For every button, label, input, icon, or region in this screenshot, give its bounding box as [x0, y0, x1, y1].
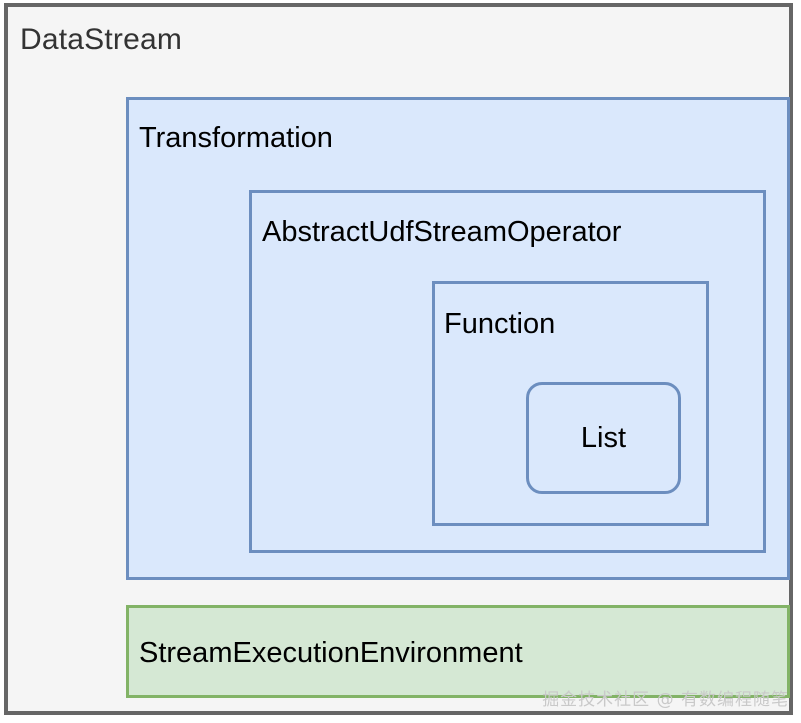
box-function-label: Function	[444, 308, 556, 340]
box-stream-execution-environment-label: StreamExecutionEnvironment	[139, 637, 523, 669]
box-transformation-label: Transformation	[139, 122, 333, 154]
box-list: List	[526, 382, 681, 494]
box-function: Function List	[432, 281, 709, 526]
box-abstract-udf-stream-operator-label: AbstractUdfStreamOperator	[262, 216, 622, 248]
box-datastream-label: DataStream	[20, 23, 183, 56]
box-datastream: DataStream Transformation AbstractUdfStr…	[4, 3, 793, 715]
box-abstract-udf-stream-operator: AbstractUdfStreamOperator Function List	[249, 190, 766, 553]
box-stream-execution-environment: StreamExecutionEnvironment	[126, 605, 790, 698]
box-transformation: Transformation AbstractUdfStreamOperator…	[126, 97, 790, 580]
box-list-label: List	[580, 421, 627, 454]
